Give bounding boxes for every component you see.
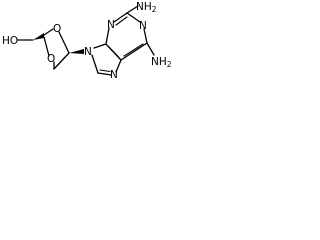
molecule-structure: HO O O N N N N NH2 NH2 — [2, 1, 172, 81]
bond-c4-c5 — [53, 52, 70, 70]
bond-c2-o3 — [43, 36, 50, 57]
atom-n7: N — [110, 69, 118, 81]
bond-ch2-c2-wedge — [33, 33, 44, 40]
bond-c6-c5p — [120, 42, 148, 61]
bond-c4p-n3 — [105, 27, 110, 45]
bond-o1-c5 — [58, 31, 70, 54]
atom-n1: N — [139, 20, 147, 32]
bond-c2p-n1 — [126, 12, 141, 23]
atom-amine-top: NH2 — [136, 1, 157, 14]
atom-n3: N — [107, 19, 115, 31]
bond-c4p-c5p-double — [108, 46, 120, 59]
bond-n9-c8 — [91, 54, 99, 74]
bond-n9-c4p — [93, 43, 107, 49]
bond-c2p-nh2 — [126, 5, 139, 14]
atom-o-bottom: O — [47, 53, 55, 65]
bond-c5-n9-wedge — [69, 49, 84, 54]
bond-n1-c6 — [143, 28, 148, 44]
bonds — [17, 5, 155, 76]
bond-c8-n7-double — [99, 69, 111, 73]
bond-n7-c5p — [115, 59, 122, 73]
bond-c6-nh2 — [146, 42, 155, 56]
bond-c6-c5p-double — [123, 43, 144, 57]
bond-c8-n7 — [97, 72, 112, 76]
bond-c2-o1 — [43, 28, 54, 36]
atom-o-top: O — [53, 23, 61, 35]
bond-n3-c2p — [113, 12, 128, 23]
atom-labels: HO O O N N N N NH2 NH2 — [2, 1, 172, 81]
atom-hydroxyl: HO — [2, 35, 18, 47]
bond-n3-c2p-double — [115, 16, 128, 26]
atom-amine-bottom: NH2 — [151, 56, 172, 69]
atom-n9: N — [84, 46, 92, 58]
